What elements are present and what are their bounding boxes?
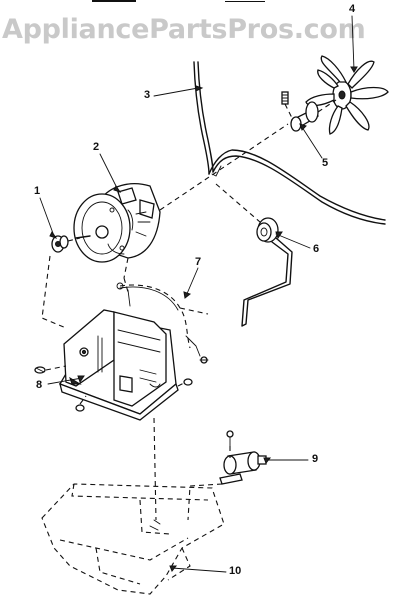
callout-2: 2	[93, 141, 100, 153]
part-8-motor-bracket	[34, 277, 193, 521]
callout-5: 5	[322, 157, 329, 169]
part-4-fan-blade	[305, 55, 389, 135]
callout-10: 10	[229, 565, 242, 577]
callout-6: 6	[313, 243, 320, 255]
part-2-fan-motor	[73, 183, 161, 279]
callout-7: 7	[195, 256, 202, 268]
watermark-text: AppliancePartsPros.com	[2, 14, 366, 45]
part-3-shroud	[193, 61, 386, 225]
part-10-base-pan	[41, 483, 225, 595]
leader-lines	[39, 15, 358, 573]
part-9-capacitor	[187, 430, 267, 521]
part-6-grommet	[215, 183, 293, 327]
callout-4: 4	[349, 3, 356, 15]
callout-3: 3	[144, 89, 151, 101]
part-5-fan-collar	[159, 91, 337, 211]
part-1-nut	[41, 235, 81, 329]
callout-8: 8	[36, 379, 43, 391]
callout-9: 9	[312, 453, 319, 465]
header-rule	[225, 1, 265, 2]
header-rule	[92, 0, 136, 2]
callout-1: 1	[34, 185, 41, 197]
